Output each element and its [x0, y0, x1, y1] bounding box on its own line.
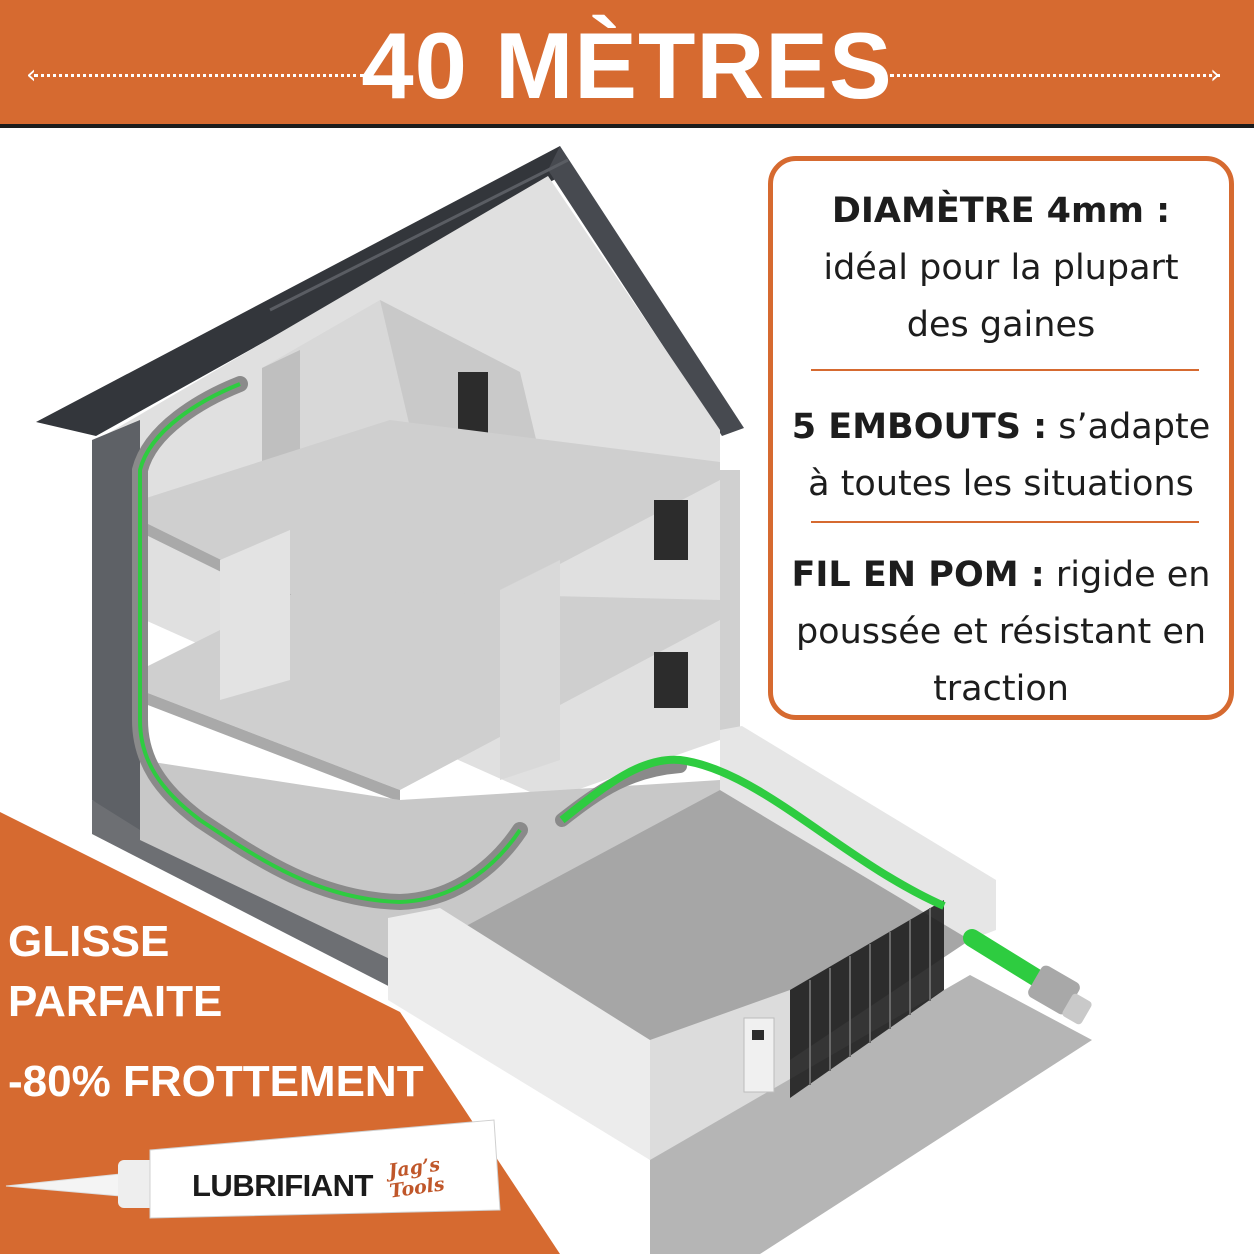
spec-diameter-line3: des gaines — [906, 305, 1096, 345]
spec-tips: 5 EMBOUTS : s’adapte à toutes les situat… — [773, 399, 1229, 513]
dotted-arrow-left — [34, 74, 364, 77]
roof-right — [548, 146, 744, 436]
mid-wall-2 — [500, 560, 560, 780]
mailbox-post — [743, 1017, 775, 1093]
lubricant-tube-icon — [5, 1119, 501, 1219]
first-floor-edge — [140, 690, 400, 802]
arrow-left-icon: ‹ — [26, 60, 37, 90]
spec-material-label: FIL EN POM : — [791, 555, 1045, 595]
promo-line-frottement: -80% FROTTEMENT — [8, 1057, 424, 1106]
title-banner: ‹ 40 MÈTRES › — [0, 0, 1254, 128]
sidewalk — [650, 975, 1092, 1254]
spec-diameter-line2: idéal pour la plupart — [823, 248, 1179, 288]
spec-card: DIAMÈTRE 4mm : idéal pour la plupart des… — [768, 156, 1234, 720]
spec-divider — [811, 521, 1199, 523]
green-cable — [138, 382, 522, 905]
tube-label: LUBRIFIANT — [192, 1168, 373, 1203]
mailbox-slot — [752, 1030, 764, 1040]
spec-material-inline: rigide en — [1044, 555, 1211, 595]
window-upper — [654, 500, 688, 560]
spec-tips-inline: s’adapte — [1047, 407, 1211, 447]
mid-wall-1 — [220, 530, 290, 700]
spec-tips-label: 5 EMBOUTS : — [791, 407, 1048, 447]
spec-diameter-label: DIAMÈTRE 4mm : — [831, 191, 1171, 231]
right-side-wall — [720, 470, 740, 740]
green-cable-2 — [559, 755, 946, 910]
roof-left — [36, 146, 568, 436]
spec-divider — [811, 369, 1199, 371]
page-title: 40 MÈTRES — [361, 13, 893, 118]
brand-logo: Jag’s Tools — [385, 1154, 446, 1203]
connector-tip-icon — [1028, 965, 1092, 1025]
cable-twist — [963, 929, 1049, 989]
arrow-right-icon: › — [1210, 60, 1221, 90]
courtyard-back-wall — [720, 726, 996, 940]
left-outer-wall — [92, 420, 140, 830]
spec-material-line3: traction — [933, 669, 1069, 709]
promo-line-glisse: GLISSE — [8, 917, 170, 966]
spec-tips-line2: à toutes les situations — [808, 464, 1194, 504]
courtyard-front-wall — [388, 908, 650, 1160]
spec-material: FIL EN POM : rigide en poussée et résist… — [773, 547, 1229, 718]
spec-diameter: DIAMÈTRE 4mm : idéal pour la plupart des… — [773, 183, 1229, 354]
dotted-arrow-right — [890, 74, 1220, 77]
promo-panel: GLISSE PARFAITE -80% FROTTEMENT LUBRIFIA… — [0, 812, 560, 1254]
house-cutaway-illustration — [0, 146, 1092, 1254]
spec-material-line2: poussée et résistant en — [795, 612, 1207, 652]
window-lower — [654, 652, 688, 708]
gate — [790, 900, 944, 1098]
promo-line-parfaite: PARFAITE — [8, 977, 223, 1026]
